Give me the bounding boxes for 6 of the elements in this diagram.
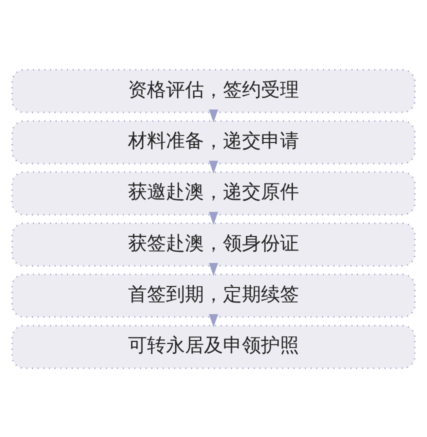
arrow — [208, 211, 218, 224]
arrow — [208, 314, 218, 327]
arrow — [208, 160, 218, 174]
arrow — [208, 109, 218, 122]
arrow — [208, 262, 218, 276]
node-box: 可转永居及申领护照 — [11, 324, 416, 368]
